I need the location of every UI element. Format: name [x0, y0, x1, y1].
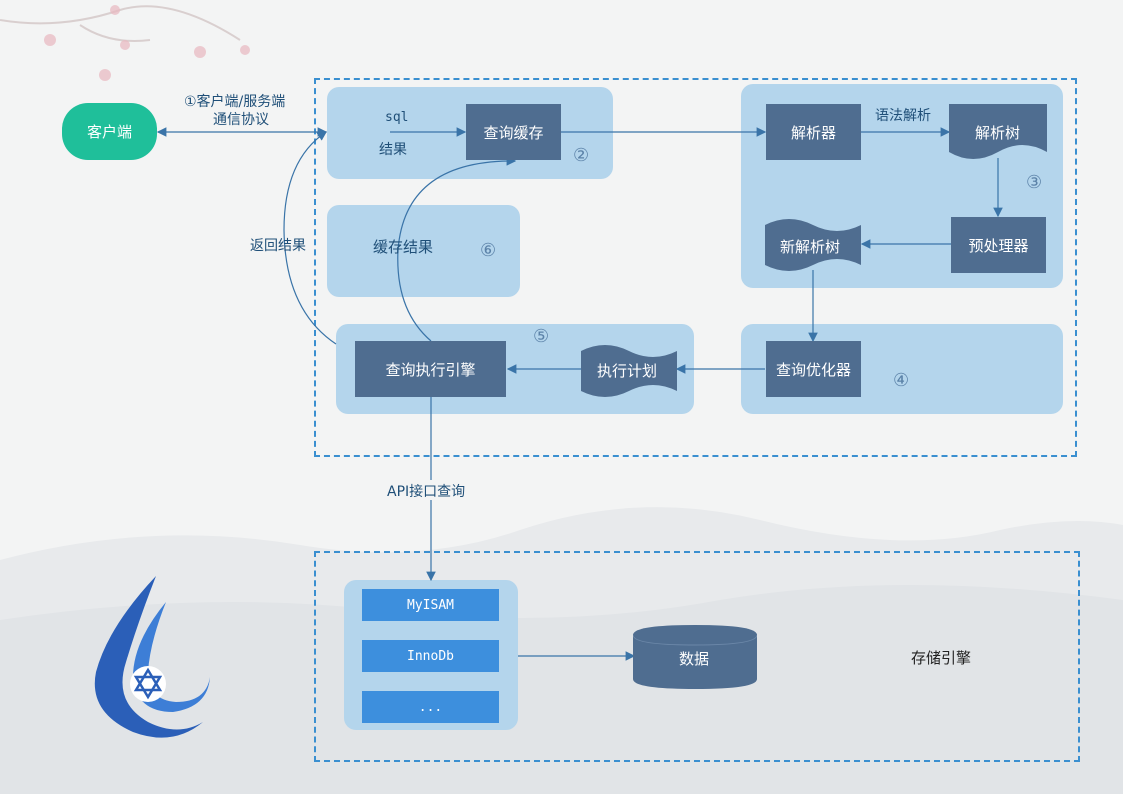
result-label: 结果 — [379, 142, 407, 158]
step-5-marker: ⑤ — [533, 326, 550, 347]
query-cache-box[interactable]: 查询缓存 — [466, 104, 561, 160]
parse-tree-label: 解析树 — [975, 124, 1021, 142]
execution-plan-label: 执行计划 — [597, 362, 658, 380]
storage-dashed-frame — [314, 551, 1080, 762]
storage-engine-title: 存储引擎 — [911, 649, 972, 667]
preprocessor-box[interactable]: 预处理器 — [951, 217, 1046, 273]
new-parse-tree-label: 新解析树 — [780, 238, 841, 256]
cache-result-label: 缓存结果 — [373, 238, 434, 256]
parser-box[interactable]: 解析器 — [766, 104, 861, 160]
cache-result-panel — [327, 205, 520, 297]
sql-label: sql — [385, 110, 409, 125]
return-result-label: 返回结果 — [250, 238, 306, 254]
step-2-marker: ② — [573, 145, 590, 166]
data-cylinder-icon — [633, 625, 757, 689]
protocol-label-line1: ①客户端/服务端 — [184, 94, 286, 110]
protocol-label-line2: 通信协议 — [213, 112, 269, 128]
engine-more[interactable]: ... — [362, 691, 499, 723]
engine-myisam[interactable]: MyISAM — [362, 589, 499, 621]
step-4-marker: ④ — [893, 370, 910, 391]
data-label: 数据 — [679, 650, 710, 668]
step-6-marker: ⑥ — [480, 240, 497, 261]
syntax-parse-label: 语法解析 — [875, 108, 931, 124]
logo-icon — [94, 576, 210, 738]
api-query-label: API接口查询 — [387, 484, 466, 500]
engine-innodb[interactable]: InnoDb — [362, 640, 499, 672]
client-node[interactable]: 客户端 — [62, 103, 157, 160]
new-parse-tree-shape — [765, 219, 861, 271]
server-dashed-frame — [314, 78, 1077, 457]
step-3-marker: ③ — [1026, 172, 1043, 193]
optimizer-box[interactable]: 查询优化器 — [766, 341, 861, 397]
parse-tree-shape — [949, 104, 1047, 159]
execution-engine-box[interactable]: 查询执行引擎 — [355, 341, 506, 397]
execution-plan-shape — [581, 345, 677, 397]
